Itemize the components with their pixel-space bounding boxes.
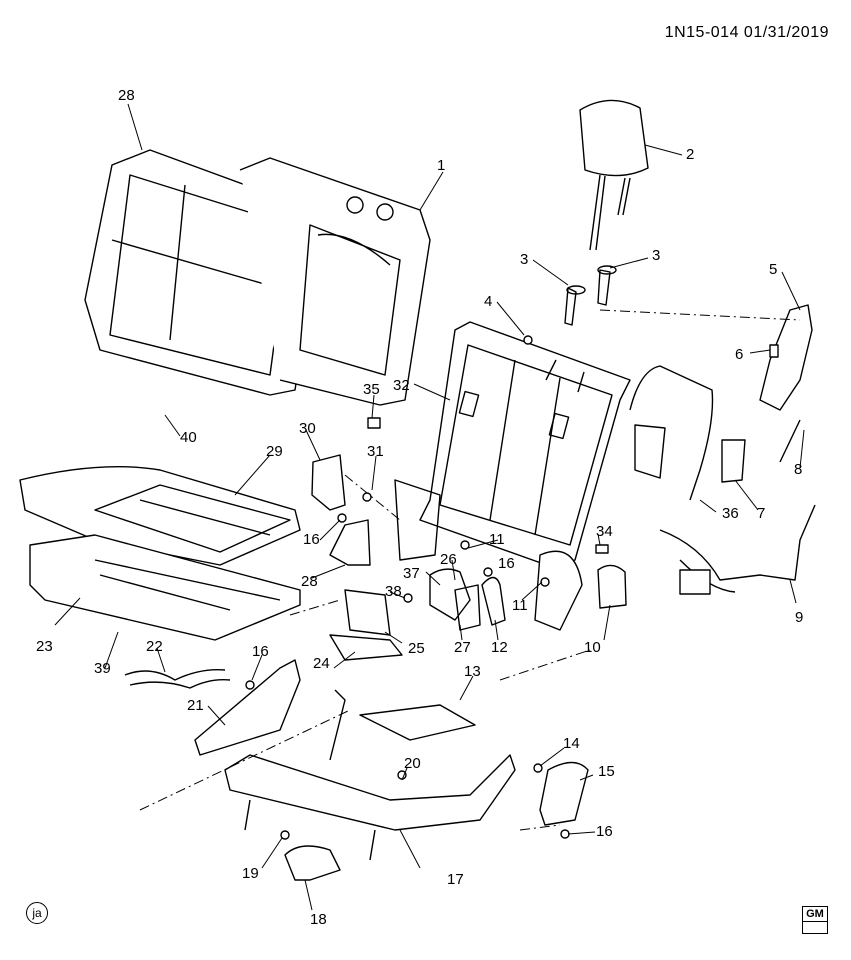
- diagram-code: 1N15-014 01/31/2019: [664, 24, 829, 41]
- callout-37: 37: [403, 565, 420, 582]
- callout-26: 26: [440, 551, 457, 568]
- callout-40: 40: [180, 429, 197, 446]
- recliner-motor-cover: [429, 568, 471, 621]
- callout-15: 15: [598, 763, 615, 780]
- callout-24: 24: [313, 655, 330, 672]
- callout-35: 35: [363, 381, 380, 398]
- ja-mark: ja: [26, 902, 48, 924]
- pivot-cover: [284, 845, 341, 881]
- callout-11b: 11: [512, 597, 528, 614]
- recliner-cover: [597, 564, 627, 609]
- callout-27: 27: [454, 639, 471, 656]
- seat-latch: [759, 304, 813, 463]
- callout-7: 7: [757, 505, 765, 522]
- callout-6: 6: [735, 346, 743, 363]
- callout-21: 21: [187, 697, 204, 714]
- callout-10: 10: [584, 639, 601, 656]
- callout-16a: 16: [303, 531, 320, 548]
- callout-39: 39: [94, 660, 111, 677]
- callout-28: 28: [301, 573, 318, 590]
- spring-wires: [124, 669, 226, 681]
- harness-cable: [629, 365, 714, 501]
- callout-25: 25: [408, 640, 425, 657]
- recliner-left: [394, 479, 441, 561]
- callout-3a: 3: [520, 251, 528, 268]
- callout-5: 5: [769, 261, 777, 278]
- gm-logo: GM: [802, 906, 828, 934]
- callout-labels: 28 1 2 3 3 4 5 6 7 8 9 10 11 11 12 13 14…: [36, 87, 803, 928]
- headrest-guides: [564, 265, 617, 326]
- callout-3b: 3: [652, 247, 660, 264]
- recliner-strap: [481, 576, 506, 626]
- callout-4: 4: [484, 293, 492, 310]
- callout-34: 34: [596, 523, 613, 540]
- callout-14: 14: [563, 735, 580, 752]
- callout-1: 1: [437, 157, 445, 174]
- callout-17: 17: [447, 871, 464, 888]
- callout-36: 36: [722, 505, 739, 522]
- callout-12: 12: [491, 639, 508, 656]
- seat-back-frame: [419, 321, 631, 569]
- callout-19: 19: [242, 865, 259, 882]
- fasteners: [245, 335, 779, 840]
- seat-adjuster: [359, 704, 476, 741]
- callout-22: 22: [146, 638, 163, 655]
- callout-13: 13: [464, 663, 481, 680]
- callout-33: 28: [118, 87, 135, 104]
- seat-frame: [224, 689, 516, 861]
- frame-trim: [539, 761, 589, 826]
- callout-11a: 11: [489, 531, 505, 548]
- callout-23: 23: [36, 638, 53, 655]
- control-module: [344, 589, 391, 636]
- callout-9: 9: [795, 609, 803, 626]
- trim-bracket: [721, 439, 746, 483]
- callout-20: 20: [404, 755, 421, 772]
- wire-harness: [659, 504, 816, 595]
- leader-lines: [54, 103, 805, 911]
- callout-16c: 16: [252, 643, 269, 660]
- module-bracket: [329, 634, 403, 661]
- callout-16b: 16: [498, 555, 515, 572]
- side-cover-lower: [329, 519, 371, 566]
- back-panel: [634, 424, 666, 479]
- callout-8: 8: [794, 461, 802, 478]
- callout-2: 2: [686, 146, 694, 163]
- callout-18: 18: [310, 911, 327, 928]
- callout-29: 29: [266, 443, 283, 460]
- recliner-motor: [454, 584, 481, 631]
- seat-cushion-cover: [29, 534, 301, 641]
- seat-cushion-pad: [19, 465, 301, 566]
- callout-16d: 16: [596, 823, 613, 840]
- callout-31: 31: [367, 443, 384, 460]
- seat-back-pad: [239, 157, 431, 406]
- callout-32: 32: [393, 377, 410, 394]
- side-cover-upper: [311, 454, 346, 511]
- recliner-right: [534, 550, 583, 631]
- reference-lines: [139, 309, 801, 831]
- callout-38: 38: [385, 583, 402, 600]
- headrest: [579, 99, 649, 251]
- callout-30: 30: [299, 420, 316, 437]
- side-rail-left: [194, 659, 301, 756]
